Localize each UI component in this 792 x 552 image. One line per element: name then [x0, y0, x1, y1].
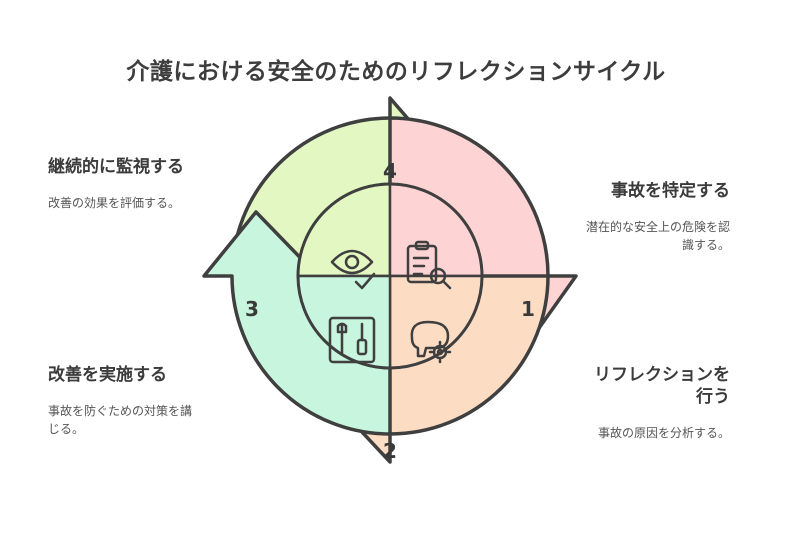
step1-number: 1	[521, 297, 535, 321]
step2-heading: リフレクションを行う	[594, 365, 730, 407]
step1-heading: 事故を特定する	[611, 181, 730, 201]
clipboard-search-icon	[406, 240, 452, 290]
step1-text: 事故を特定する 潜在的な安全上の危険を認識する。	[580, 180, 730, 254]
step2-text: リフレクションを行う 事故の原因を分析する。	[580, 364, 730, 442]
step4-text: 継続的に監視する 改善の効果を評価する。	[48, 156, 194, 212]
step3-description: 事故を防ぐための対策を講じる。	[48, 404, 193, 436]
step3-heading: 改善を実施する	[48, 365, 167, 385]
step1-description: 潜在的な安全上の危険を認識する。	[585, 220, 730, 252]
step4-description: 改善の効果を評価する。	[48, 196, 181, 210]
step4-heading: 継続的に監視する	[48, 157, 184, 177]
eye-check-icon	[330, 249, 376, 290]
step2-number: 2	[383, 439, 397, 463]
toolbox-icon	[328, 316, 376, 364]
step3-text: 改善を実施する 事故を防ぐための対策を講じる。	[48, 364, 198, 438]
brain-gear-icon	[410, 320, 452, 364]
page-title: 介護における安全のためのリフレクションサイクル	[126, 59, 666, 85]
step2-description: 事故の原因を分析する。	[597, 426, 730, 440]
step4-number: 4	[383, 159, 397, 183]
step3-number: 3	[245, 297, 259, 321]
